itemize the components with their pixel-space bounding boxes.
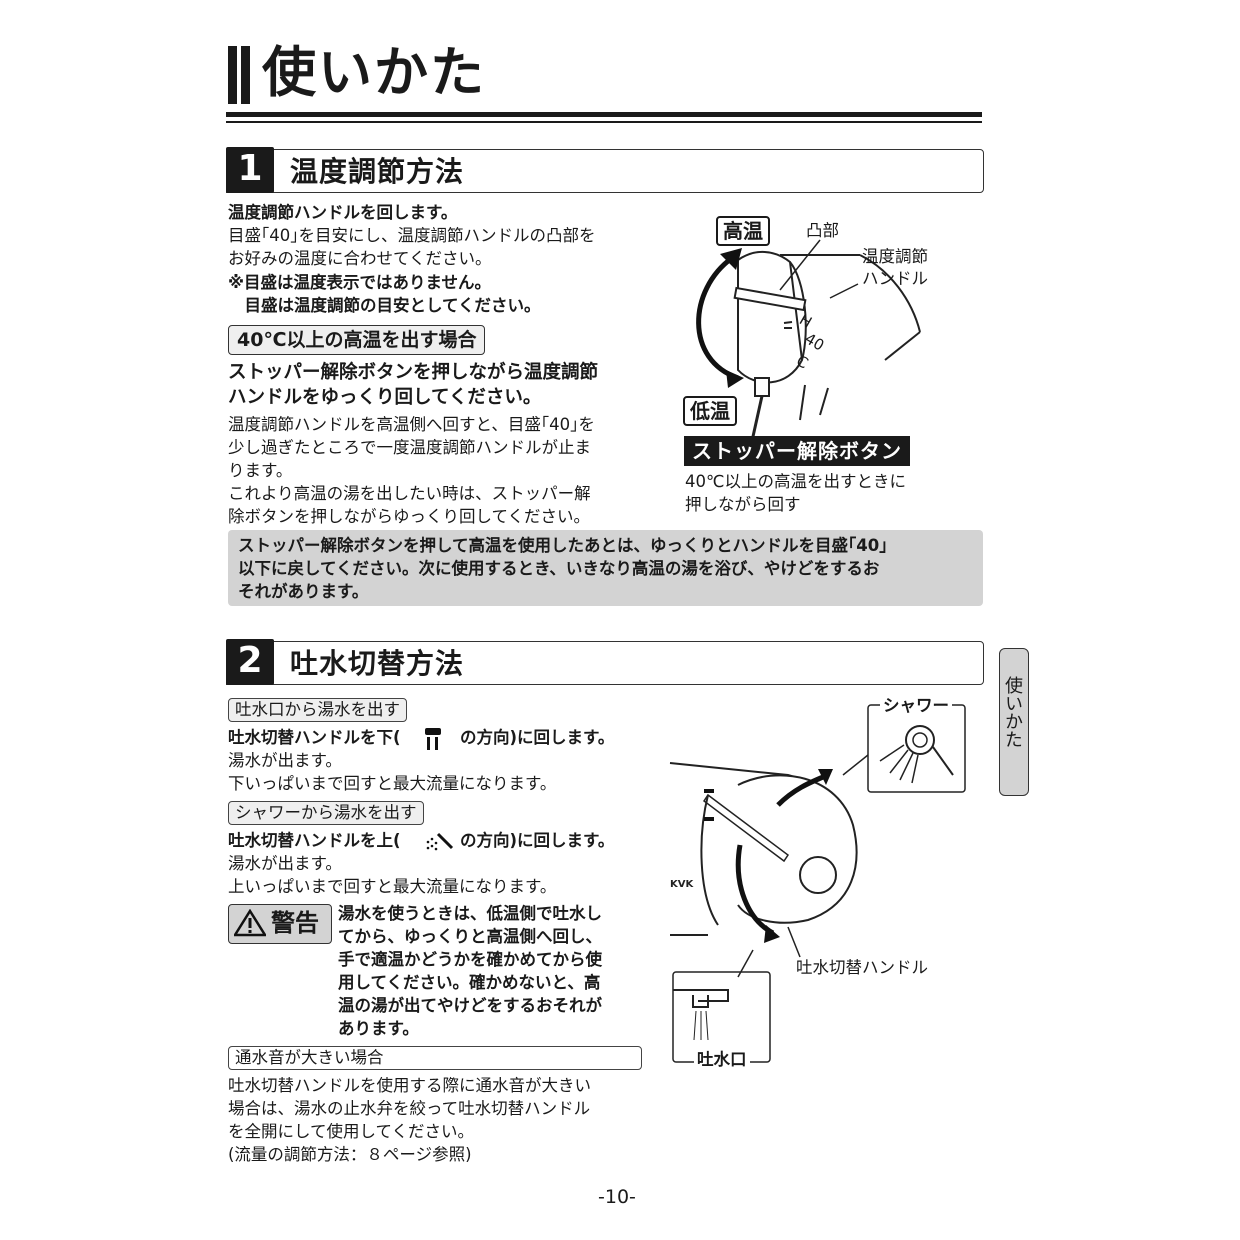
warning-text-line: 湯水を使うときは、低温側で吐水し (338, 904, 602, 923)
spout-body-line: 下いっぱいまで回すと最大流量になります。 (228, 774, 557, 793)
spout-lead-post: の方向)に回します。 (460, 728, 615, 747)
low-temp-tag: 低温 (683, 396, 737, 426)
warning-icon (234, 909, 266, 937)
shower-body-line: 湯水が出ます。 (228, 854, 342, 873)
caution-line: 以下に戻してください。次に使用するとき、いきなり高温の湯を浴び、やけどをするお (238, 559, 880, 578)
section1-body-line: 目盛｢40｣を目安にし、温度調節ハンドルの凸部を (228, 226, 596, 245)
caution-box (228, 530, 983, 606)
title-rule (226, 112, 982, 117)
handle-label-line: ハンドル (862, 269, 928, 288)
section1-lead: 温度調節ハンドルを回します。 (228, 203, 458, 222)
spout-lead-pre: 吐水切替ハンドルを下( (228, 728, 401, 747)
section1-body-line: お好みの温度に合わせてください。 (228, 249, 492, 268)
warning-text-line: あります。 (338, 1019, 419, 1038)
page-title: 使いかた (262, 41, 486, 104)
section1-number: 1 (226, 147, 274, 193)
noise-body-line: 吐水切替ハンドルを使用する際に通水音が大きい (228, 1076, 591, 1095)
noise-body-line: (流量の調節方法：８ページ参照) (228, 1145, 472, 1164)
section1-title: 温度調節方法 (290, 155, 465, 188)
high-temp-body-line: 少し過ぎたところで一度温度調節ハンドルが止ま (228, 438, 591, 457)
noise-heading: 通水音が大きい場合 (228, 1046, 642, 1070)
shower-label: シャワー (880, 695, 952, 718)
caution-line: ストッパー解除ボタンを押して高温を使用したあとは、ゆっくりとハンドルを目盛｢40… (238, 536, 888, 555)
side-index-tab-label: 使いかた (1002, 676, 1023, 748)
high-temp-lead: ハンドルをゆっくり回してください。 (228, 387, 542, 408)
high-temp-body-line: ります。 (228, 461, 293, 480)
high-temp-tag: 高温 (716, 216, 770, 246)
caution-line: それがあります。 (238, 582, 369, 601)
section1-note-line: 目盛は温度調節の目安としてください。 (228, 296, 541, 315)
spout-direction-icon (425, 728, 441, 750)
high-temp-heading: 40℃以上の高温を出す場合 (228, 325, 486, 355)
noise-body-line: 場合は、湯水の止水弁を絞って吐水切替ハンドル (228, 1099, 591, 1118)
temperature-handle-illustration (696, 230, 921, 440)
warning-label: 警告 (271, 909, 319, 937)
warning-text-line: 手で適温かどうかを確かめてから使 (338, 950, 602, 969)
warning-text-line: てから、ゆっくりと高温側へ回し、 (338, 927, 602, 946)
handle-label-line: 温度調節 (862, 247, 928, 266)
title-bar-icon (228, 46, 250, 104)
spout-heading: 吐水口から湯水を出す (228, 698, 407, 722)
high-temp-body-line: 除ボタンを押しながらゆっくり回してください。 (228, 507, 591, 526)
shower-lead-post: の方向)に回します。 (460, 831, 615, 850)
diverter-handle-label: 吐水切替ハンドル (796, 958, 928, 977)
high-temp-lead: ストッパー解除ボタンを押しながら温度調節 (228, 362, 599, 383)
section1-note-line: ※目盛は温度表示ではありません。 (228, 273, 492, 292)
protrusion-label: 凸部 (806, 221, 839, 240)
brand-label: KVK (670, 879, 694, 890)
noise-body-line: を全開にして使用してください。 (228, 1122, 475, 1141)
shower-direction-icon (426, 832, 454, 851)
title-rule-thin (226, 121, 982, 123)
spout-body-line: 湯水が出ます。 (228, 751, 342, 770)
diverter-handle-illustration: KVK (669, 704, 966, 1063)
stopper-button-tag: ストッパー解除ボタン (684, 436, 910, 466)
warning-badge (228, 904, 332, 944)
stopper-desc-line: 40℃以上の高温を出すときに (685, 472, 907, 491)
section2-title: 吐水切替方法 (290, 647, 465, 680)
spout-label: 吐水口 (694, 1049, 750, 1072)
shower-body-line: 上いっぱいまで回すと最大流量になります。 (228, 877, 557, 896)
section2-number: 2 (226, 639, 274, 685)
side-index-tab[interactable] (999, 648, 1029, 796)
shower-lead-pre: 吐水切替ハンドルを上( (228, 831, 401, 850)
page-number: -10- (598, 1186, 636, 1208)
warning-text-line: 温の湯が出てやけどをするおそれが (338, 996, 602, 1015)
warning-text-line: 用してください。確かめないと、高 (338, 973, 601, 992)
shower-heading: シャワーから湯水を出す (228, 801, 424, 825)
stopper-desc-line: 押しながら回す (685, 495, 801, 514)
high-temp-body-line: 温度調節ハンドルを高温側へ回すと、目盛｢40｣を (228, 415, 595, 434)
high-temp-body-line: これより高温の湯を出したい時は、ストッパー解 (228, 484, 591, 503)
